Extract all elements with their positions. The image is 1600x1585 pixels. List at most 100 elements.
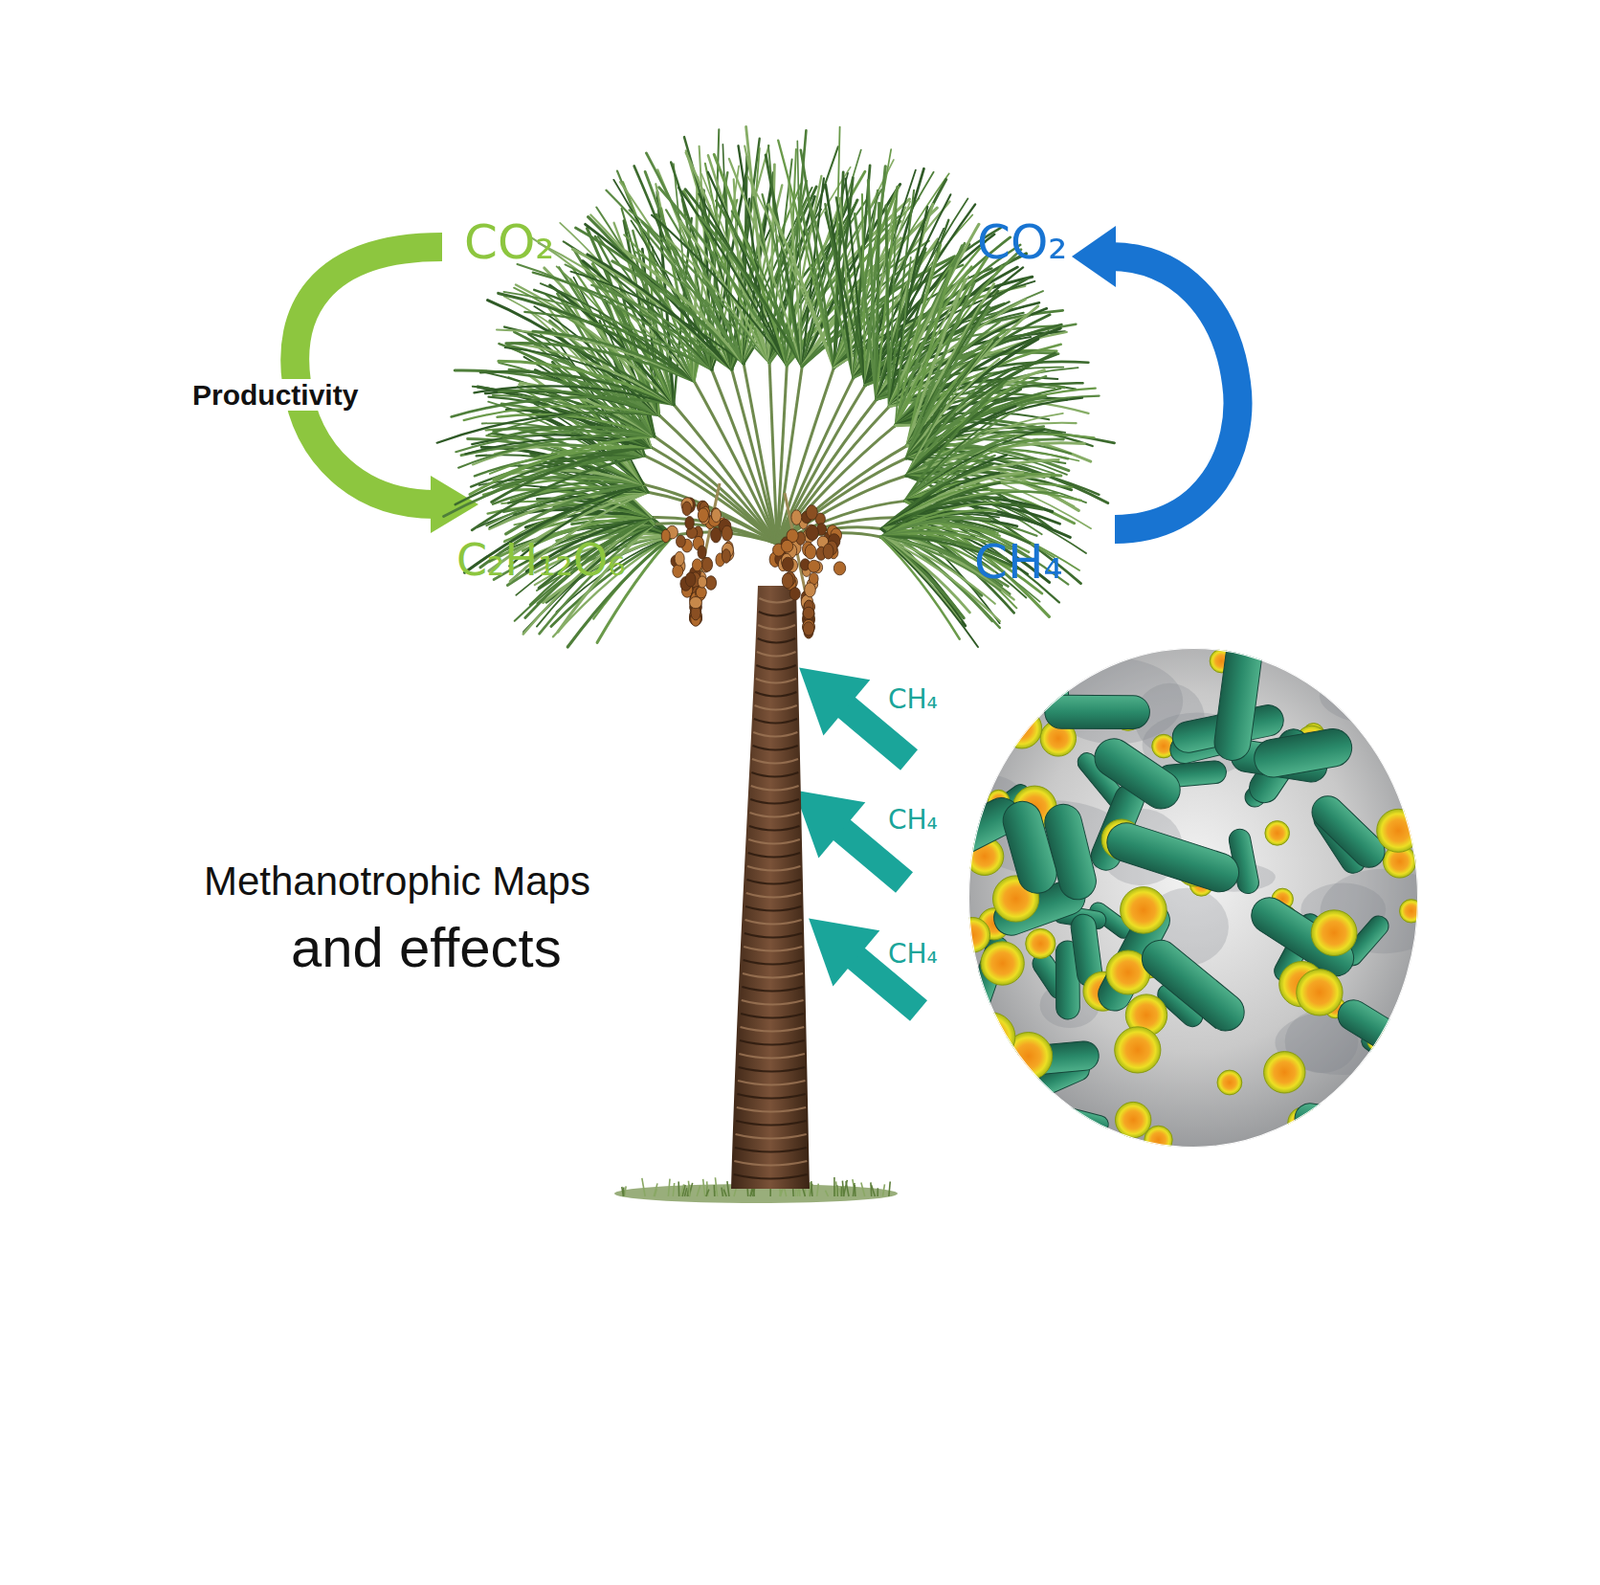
date-fruit — [806, 505, 819, 520]
date-fruit — [672, 564, 684, 578]
grass-blade — [824, 1190, 828, 1197]
bark-line — [757, 638, 797, 644]
bark-line — [755, 678, 797, 684]
rod-bacterium — [1212, 635, 1265, 763]
bark-line — [748, 839, 800, 845]
arrow-head — [1071, 225, 1116, 288]
bark-line — [738, 1066, 806, 1072]
date-fruit — [695, 586, 707, 599]
frond-stalk — [769, 362, 778, 544]
frond-stalk — [711, 369, 778, 544]
grass-blade — [852, 1178, 856, 1197]
date-fruit — [689, 597, 703, 609]
bark-line — [755, 691, 797, 697]
grass-blade — [624, 1185, 627, 1197]
bark-line — [754, 718, 798, 724]
bark-line — [733, 1160, 807, 1166]
date-fruit — [721, 525, 733, 541]
coccus-bacterium — [1025, 928, 1056, 958]
grass-blade — [876, 1187, 879, 1197]
coccus-bacterium — [1311, 910, 1357, 956]
leaflet — [455, 430, 655, 452]
bark-line — [740, 1026, 805, 1032]
date-fruit — [781, 573, 794, 589]
date-fruit — [807, 559, 821, 573]
bark-line — [741, 986, 803, 992]
leaflet — [867, 179, 877, 400]
date-fruit — [702, 556, 713, 572]
grass-blade — [817, 1183, 820, 1197]
rod-bacterium — [1049, 1103, 1112, 1135]
bark-line — [742, 973, 803, 978]
coccus-bacterium — [966, 1050, 1012, 1096]
bark-line — [752, 758, 799, 764]
coccus-bacterium — [1114, 1026, 1161, 1073]
bark-line — [748, 852, 801, 858]
bark-line — [744, 919, 801, 925]
bacteria-view — [922, 635, 1472, 1155]
heading-line: Methanotrophic Maps — [203, 859, 591, 904]
bark-line — [736, 1107, 806, 1112]
bark-line — [749, 825, 800, 831]
bark-line — [740, 1013, 804, 1019]
date-clusters — [661, 483, 846, 639]
frond-stalk — [673, 404, 778, 544]
grass-blade — [712, 1184, 715, 1197]
leaflet — [458, 435, 655, 468]
date-fruit — [781, 539, 794, 553]
leaflet — [570, 271, 744, 364]
leaflet — [880, 482, 1000, 537]
rod-bacterium — [1332, 994, 1424, 1067]
grass-blade — [861, 1181, 866, 1197]
methane-arrow — [785, 889, 943, 1039]
date-fruit — [697, 508, 709, 523]
leaflet — [732, 211, 803, 367]
haze — [1319, 665, 1472, 728]
date-fruit — [685, 572, 696, 587]
date-fruit — [711, 527, 722, 543]
bark-line — [743, 959, 803, 965]
leaflet — [437, 412, 660, 444]
bark-line — [744, 933, 802, 938]
leaflet — [612, 261, 744, 364]
grass-blade — [836, 1184, 839, 1197]
coccus-bacterium — [1377, 808, 1421, 852]
coccus-bacterium — [1361, 1063, 1392, 1093]
bark-line — [746, 892, 801, 898]
date-fruit — [804, 582, 817, 598]
date-fruit — [685, 516, 694, 531]
bark-line — [747, 866, 801, 871]
grass-blade — [882, 1183, 885, 1197]
bark-line — [751, 785, 800, 791]
coccus-bacterium — [980, 941, 1024, 985]
bark-line — [754, 705, 797, 711]
bark-line — [750, 799, 800, 804]
grass-blade — [843, 1179, 847, 1197]
bark-line — [739, 1040, 805, 1045]
heading-line: and effects — [290, 916, 562, 978]
leaflet — [800, 150, 835, 369]
date-fruit — [781, 556, 794, 572]
grass-blade — [836, 1180, 839, 1197]
grass-blade — [733, 1187, 736, 1197]
coccus-bacterium — [969, 1061, 1017, 1109]
grass-blade — [653, 1182, 658, 1197]
grass-blade — [667, 1178, 670, 1197]
coccus-bacterium — [1001, 708, 1043, 749]
coccus-bacterium — [1264, 1051, 1306, 1093]
bark-line — [751, 772, 799, 778]
bark-texture — [733, 598, 808, 1179]
bark-line — [758, 611, 796, 617]
date-fruit — [802, 606, 815, 622]
coccus-bacterium — [1217, 1069, 1243, 1095]
date-fruit — [805, 525, 819, 541]
ch4-label: CH₄ — [974, 535, 1064, 589]
coccus-bacterium — [1265, 821, 1290, 846]
rod-bacterium — [1044, 694, 1151, 729]
leaflet — [886, 205, 889, 407]
leaflet — [880, 536, 959, 640]
rod-bacterium — [1292, 1101, 1404, 1148]
grass-blade — [688, 1180, 690, 1197]
coccus-bacterium — [955, 917, 991, 954]
